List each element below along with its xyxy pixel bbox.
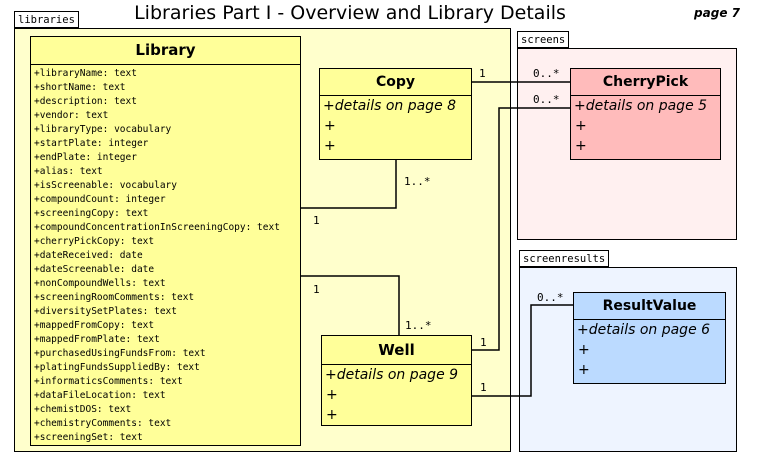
mult-well-cherrypick-well: 1 [480,336,487,349]
library-attribute: +dateReceived: date [34,250,143,261]
library-attribute: +cherryPickCopy: text [34,236,155,247]
library-attribute: +informaticsComments: text [34,376,183,387]
library-attribute: +screeningSet: text [34,432,143,443]
package-tab-libraries: libraries [14,11,79,28]
class-well-details: +details on page 9 [325,367,459,383]
mult-copy-cherrypick-copy: 1 [479,67,486,80]
mult-well-resultvalue-well: 1 [480,381,487,394]
mult-library-well-library: 1 [313,283,320,296]
class-copy-name: Copy [320,69,471,96]
class-resultvalue-plus-1: + [578,342,590,358]
class-resultvalue-name: ResultValue [574,293,725,320]
library-attribute: +screeningRoomComments: text [34,292,195,303]
library-attribute: +libraryType: vocabulary [34,124,172,135]
class-cherrypick[interactable]: CherryPick +details on page 5 + + [570,68,721,160]
class-library-name: Library [31,37,300,65]
mult-library-copy-library: 1 [313,214,320,227]
package-tab-screens: screens [517,31,570,48]
mult-well-resultvalue-rv: 0..* [537,291,564,304]
mult-library-copy-copy: 1..* [404,175,431,188]
class-copy[interactable]: Copy +details on page 8 + + [319,68,472,160]
mult-well-cherrypick-cherry: 0..* [533,93,560,106]
class-copy-plus-2: + [324,138,336,154]
library-attribute: +shortName: text [34,82,126,93]
assoc-well-resultvalue [472,304,573,397]
library-attribute: +dateScreenable: date [34,264,155,275]
class-well-name: Well [322,336,471,365]
library-attribute: +alias: text [34,166,103,177]
class-copy-details: +details on page 8 [323,98,457,114]
library-attribute: +mappedFromPlate: text [34,334,160,345]
class-well-plus-2: + [326,407,338,423]
class-library-attributes: +libraryName: text +shortName: text +descr… [31,65,300,445]
library-attribute: +mappedFromCopy: text [34,320,155,331]
class-resultvalue[interactable]: ResultValue +details on page 6 + + [573,292,726,384]
class-cherrypick-plus-1: + [575,118,587,134]
library-attribute: +vendor: text [34,110,109,121]
diagram-title: Libraries Part I - Overview and Library … [134,2,566,24]
class-cherrypick-plus-2: + [575,138,587,154]
package-tab-screenresults: screenresults [519,250,610,267]
mult-library-well-well: 1..* [405,319,432,332]
page-number: page 7 [694,6,740,20]
mult-copy-cherrypick-cherry: 0..* [533,67,560,80]
assoc-library-well [300,275,400,335]
class-copy-plus-1: + [324,118,336,134]
library-attribute: +compoundConcentrationInScreeningCopy: t… [34,222,280,233]
class-well[interactable]: Well +details on page 9 + + [321,335,472,426]
library-attribute: +chemistryComments: text [34,418,172,429]
library-attribute: +description: text [34,96,137,107]
library-attribute: +chemistDOS: text [34,404,132,415]
library-attribute: +libraryName: text [34,68,137,79]
class-library[interactable]: Library +libraryName: text +shortName: te… [30,36,301,446]
class-resultvalue-plus-2: + [578,362,590,378]
assoc-well-cherrypick [472,107,570,351]
class-well-plus-1: + [326,387,338,403]
library-attribute: +platingFundsSuppliedBy: text [34,362,200,373]
library-attribute: +diversitySetPlates: text [34,306,177,317]
library-attribute: +compoundCount: integer [34,194,166,205]
library-attribute: +purchasedUsingFundsFrom: text [34,348,206,359]
library-attribute: +endPlate: integer [34,152,137,163]
assoc-library-copy [300,160,397,209]
class-cherrypick-name: CherryPick [571,69,720,96]
library-attribute: +isScreenable: vocabulary [34,180,177,191]
library-attribute: +dataFileLocation: text [34,390,166,401]
library-attribute: +screeningCopy: text [34,208,149,219]
library-attribute: +nonCompoundWells: text [34,278,166,289]
class-cherrypick-details: +details on page 5 [574,98,708,114]
library-attribute: +startPlate: integer [34,138,149,149]
class-resultvalue-details: +details on page 6 [577,322,711,338]
